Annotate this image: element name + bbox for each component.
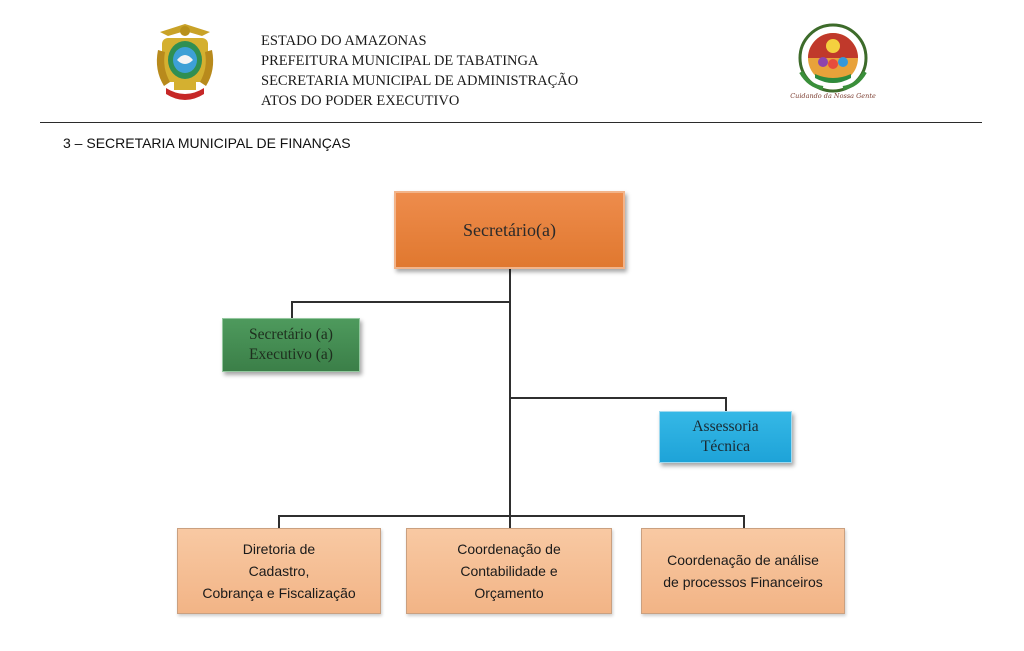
connector-executive-drop: [291, 301, 293, 318]
org-box-unit1-line-2: Cadastro,: [248, 563, 310, 579]
connector-executive-horizontal: [291, 301, 511, 303]
org-box-executive-line-2: Executivo (a): [249, 346, 333, 363]
org-box-technical-advisory: Assessoria Técnica: [659, 411, 792, 463]
municipal-logo: Cuidando da Nossa Gente: [790, 22, 876, 104]
org-box-executive-line-1: Secretário (a): [249, 326, 333, 343]
org-box-unit2-line-2: Contabilidade e: [460, 563, 558, 579]
header-block: ESTADO DO AMAZONAS PREFEITURA MUNICIPAL …: [261, 31, 578, 111]
header-line-acts: ATOS DO PODER EXECUTIVO: [261, 93, 460, 109]
org-box-accounting-coordination: Coordenação de Contabilidade e Orçamento: [406, 528, 612, 614]
org-box-secretary: Secretário(a): [394, 191, 625, 269]
header-divider: [40, 122, 982, 123]
header-line-state: ESTADO DO AMAZONAS: [261, 33, 427, 49]
org-box-unit2-line-1: Coordenação de: [457, 541, 561, 557]
org-box-advisory-line-1: Assessoria: [692, 418, 759, 435]
state-coat-of-arms-logo: [150, 20, 220, 108]
org-box-secretary-label: Secretário(a): [463, 219, 556, 240]
org-box-unit3-line-1: Coordenação de análise: [667, 552, 819, 568]
connector-advisory-drop: [725, 397, 727, 411]
org-box-unit1-line-3: Cobrança e Fiscalização: [202, 585, 356, 601]
section-title: 3 – SECRETARIA MUNICIPAL DE FINANÇAS: [63, 135, 351, 151]
org-box-unit2-line-3: Orçamento: [474, 585, 544, 601]
connector-advisory-horizontal: [509, 397, 727, 399]
org-box-unit1-line-1: Diretoria de: [242, 541, 316, 557]
org-box-financial-analysis-coordination: Coordenação de análise de processos Fina…: [641, 528, 845, 614]
connector-unit3-drop: [743, 515, 745, 528]
org-box-cadastro-directorate: Diretoria de Cadastro, Cobrança e Fiscal…: [177, 528, 381, 614]
org-box-advisory-line-2: Técnica: [700, 438, 751, 455]
connector-units-horizontal: [278, 515, 745, 517]
header-line-prefecture: PREFEITURA MUNICIPAL DE TABATINGA: [261, 53, 539, 69]
header-line-secretariat: SECRETARIA MUNICIPAL DE ADMINISTRAÇÃO: [261, 73, 579, 89]
connector-unit1-drop: [278, 515, 280, 528]
org-box-executive-secretary: Secretário (a) Executivo (a): [222, 318, 360, 372]
org-box-unit3-line-2: de processos Financeiros: [663, 574, 823, 590]
municipal-logo-slogan: Cuidando da Nossa Gente: [790, 92, 876, 100]
